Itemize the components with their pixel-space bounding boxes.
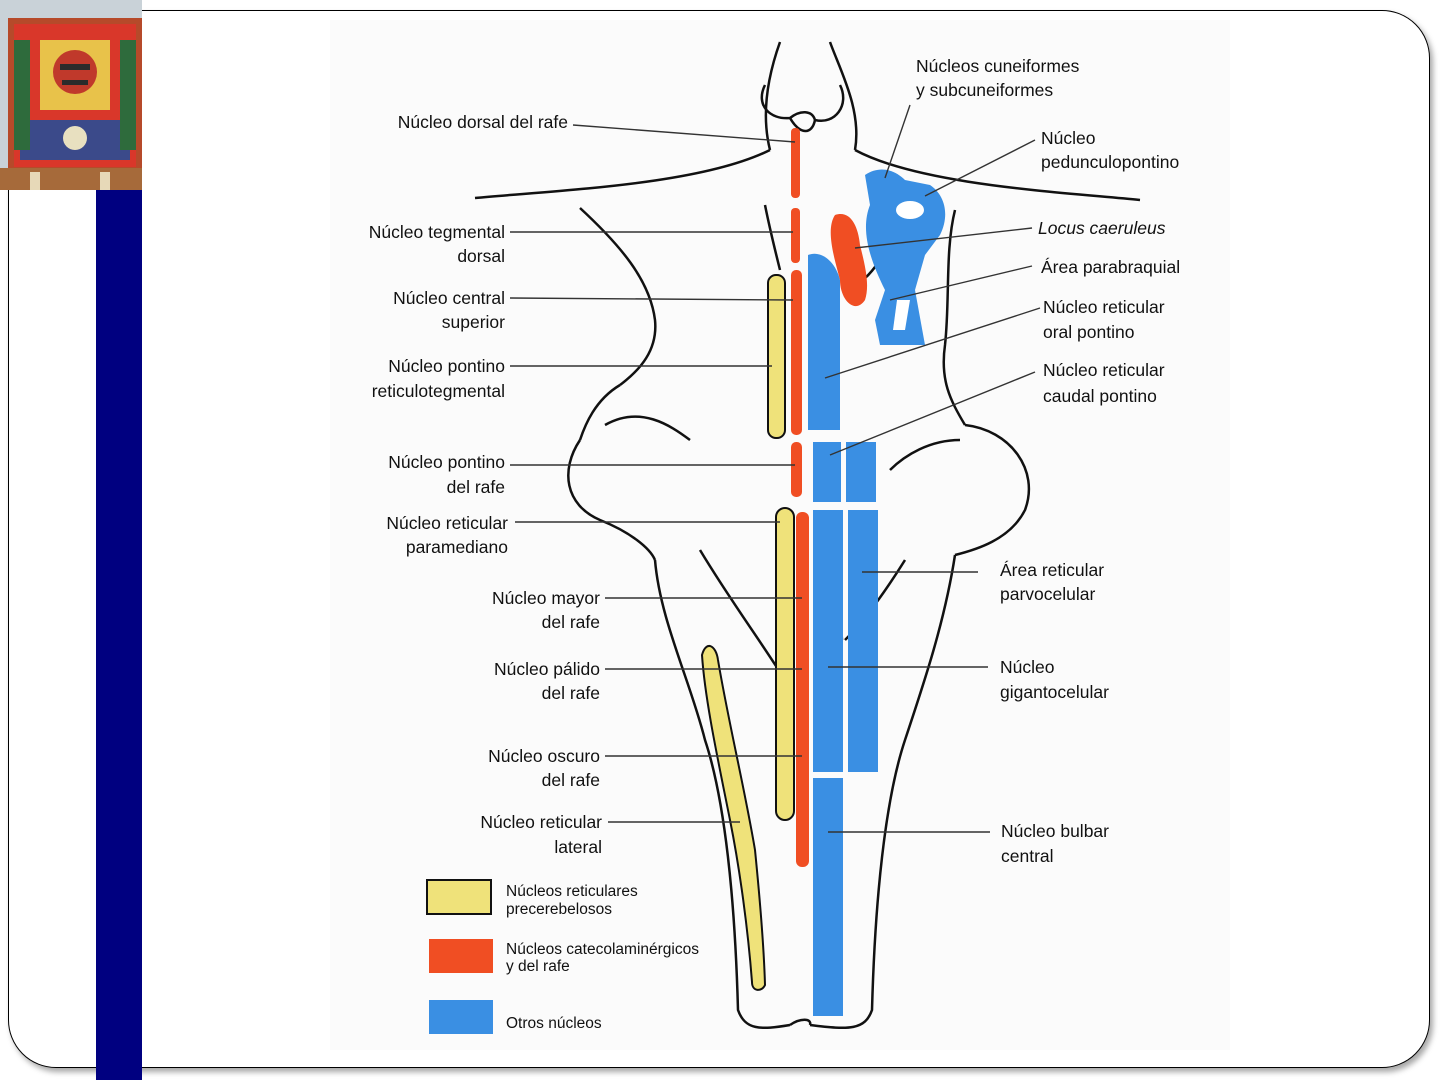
label-oral-pontine-1: Núcleo reticular bbox=[1043, 297, 1165, 317]
label-dorsal-tegmental-1: Núcleo tegmental bbox=[369, 222, 505, 242]
label-raphe-obscurus-2: del rafe bbox=[542, 770, 600, 790]
legend-catecholaminergic-2: y del rafe bbox=[506, 958, 570, 975]
label-oral-pontine-2: oral pontino bbox=[1043, 322, 1134, 342]
legend-other: Otros núcleos bbox=[506, 1015, 602, 1032]
label-pontine-raphe-2: del rafe bbox=[447, 477, 505, 497]
label-parvocellular-1: Área reticular bbox=[1000, 560, 1104, 580]
label-raphe-magnus-1: Núcleo mayor bbox=[492, 588, 600, 608]
mural-logo-image bbox=[0, 0, 142, 190]
label-dorsal-raphe: Núcleo dorsal del rafe bbox=[398, 112, 568, 132]
label-parabrachial: Área parabraquial bbox=[1041, 257, 1180, 277]
label-central-superior-2: superior bbox=[442, 312, 505, 332]
precerebellar-shapes bbox=[700, 274, 795, 991]
label-pontine-raphe-1: Núcleo pontino bbox=[388, 452, 505, 472]
label-raphe-magnus-2: del rafe bbox=[542, 612, 600, 632]
brainstem-diagram: Núcleo dorsal del rafe Núcleo tegmental … bbox=[330, 20, 1230, 1050]
label-raphe-obscurus-1: Núcleo oscuro bbox=[488, 746, 600, 766]
label-gigantocellular-1: Núcleo bbox=[1000, 657, 1054, 677]
label-dorsal-tegmental-2: dorsal bbox=[457, 246, 505, 266]
legend-swatch-catecholaminergic bbox=[429, 939, 493, 973]
label-reticulotegmental-1: Núcleo pontino bbox=[388, 356, 505, 376]
label-cuneiform-2: y subcuneiformes bbox=[916, 80, 1053, 100]
right-labels: Núcleos cuneiformes y subcuneiformes Núc… bbox=[916, 56, 1180, 866]
legend-precerebellar-1: Núcleos reticulares bbox=[506, 883, 638, 900]
label-reticulotegmental-2: reticulotegmental bbox=[372, 381, 505, 401]
label-paramedian-1: Núcleo reticular bbox=[386, 513, 508, 533]
left-labels: Núcleo dorsal del rafe Núcleo tegmental … bbox=[369, 112, 602, 857]
leader-lines bbox=[509, 104, 1041, 833]
catecholaminergic-shapes bbox=[791, 128, 868, 867]
legend-precerebellar-2: precerebelosos bbox=[506, 901, 612, 918]
label-raphe-pallidus-2: del rafe bbox=[542, 683, 600, 703]
label-cuneiform-1: Núcleos cuneiformes bbox=[916, 56, 1080, 76]
label-caudal-pontine-2: caudal pontino bbox=[1043, 386, 1157, 406]
label-parvocellular-2: parvocelular bbox=[1000, 584, 1095, 604]
side-accent-bar bbox=[96, 188, 142, 1080]
label-lateral-reticular-1: Núcleo reticular bbox=[480, 812, 602, 832]
label-central-superior-1: Núcleo central bbox=[393, 288, 505, 308]
legend-swatch-precerebellar bbox=[426, 879, 492, 915]
label-central-medullary-2: central bbox=[1001, 846, 1054, 866]
legend: Núcleos reticulares precerebelosos Núcle… bbox=[426, 879, 699, 1034]
label-central-medullary-1: Núcleo bulbar bbox=[1001, 821, 1109, 841]
legend-swatch-other bbox=[429, 1000, 493, 1034]
label-pedunculopontine-2: pedunculopontino bbox=[1041, 152, 1179, 172]
label-pedunculopontine-1: Núcleo bbox=[1041, 128, 1095, 148]
other-nuclei-shapes bbox=[808, 169, 946, 1016]
label-caudal-pontine-1: Núcleo reticular bbox=[1043, 360, 1165, 380]
label-gigantocellular-2: gigantocelular bbox=[1000, 682, 1109, 702]
label-raphe-pallidus-1: Núcleo pálido bbox=[494, 659, 600, 679]
label-locus-caeruleus: Locus caeruleus bbox=[1038, 218, 1166, 238]
legend-catecholaminergic-1: Núcleos catecolaminérgicos bbox=[506, 941, 699, 958]
brainstem-svg: Núcleo dorsal del rafe Núcleo tegmental … bbox=[369, 41, 1180, 1034]
label-paramedian-2: paramediano bbox=[406, 537, 508, 557]
label-lateral-reticular-2: lateral bbox=[554, 837, 602, 857]
